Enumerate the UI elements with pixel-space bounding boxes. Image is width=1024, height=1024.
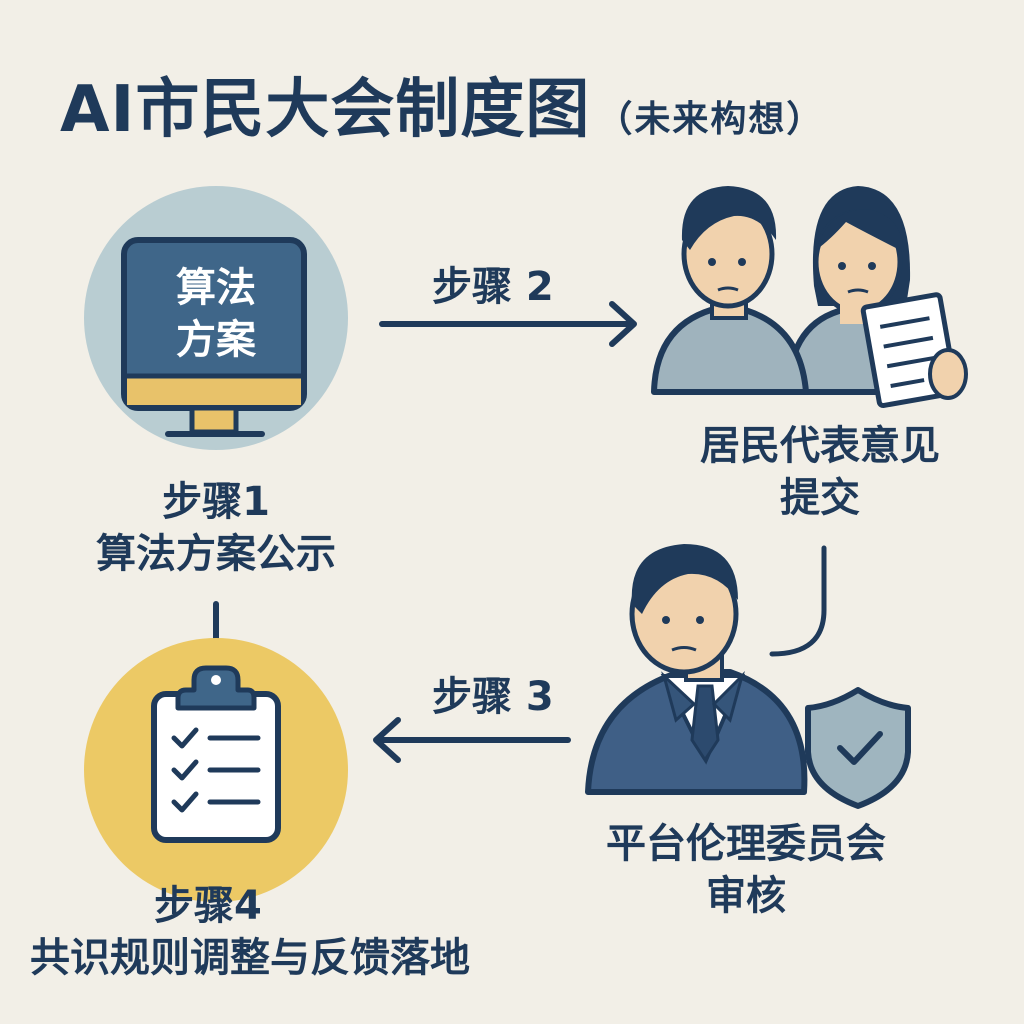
arrow-step3	[376, 720, 568, 760]
step2-desc-line1: 居民代表意见	[650, 420, 990, 472]
step1-desc: 算法方案公示	[36, 528, 396, 580]
screen-line-1: 算法	[160, 262, 272, 314]
step4-desc: 共识规则调整与反馈落地	[30, 932, 550, 984]
people-with-document-icon	[654, 186, 966, 406]
checklist-clipboard-icon	[84, 638, 348, 902]
official-with-shield-icon	[588, 544, 908, 806]
step3-desc: 平台伦理委员会 审核	[576, 818, 916, 922]
step2-desc-line2: 提交	[650, 472, 990, 524]
monitor-screen-text: 算法 方案	[160, 262, 272, 366]
step2-desc: 居民代表意见 提交	[650, 420, 990, 524]
screen-line-2: 方案	[160, 314, 272, 366]
step3-desc-line1: 平台伦理委员会	[576, 818, 916, 870]
step1-number: 步骤1	[36, 476, 396, 528]
step4-label: 步骤4 共识规则调整与反馈落地	[30, 880, 550, 984]
step3-number: 步骤 3	[432, 664, 554, 722]
step4-number: 步骤4	[30, 880, 550, 932]
step1-label: 步骤1 算法方案公示	[36, 476, 396, 580]
step2-number: 步骤 2	[432, 254, 554, 312]
connector-step2-step3	[772, 548, 824, 654]
step3-desc-line2: 审核	[576, 870, 916, 922]
